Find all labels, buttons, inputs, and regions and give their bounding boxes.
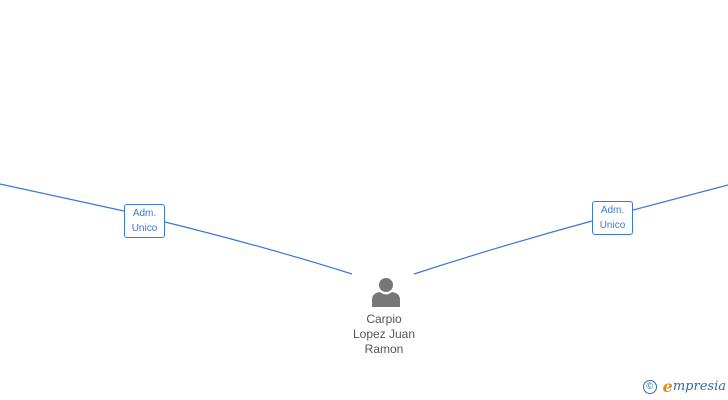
role-label-line2: Unico: [131, 223, 158, 234]
person-name-line3: Ramon: [364, 342, 404, 356]
role-label-line1: Adm.: [600, 205, 625, 216]
person-name[interactable]: Carpio Lopez Juan Ramon: [334, 312, 434, 357]
brand-watermark: © e mpresia: [642, 377, 726, 396]
person-icon[interactable]: [370, 276, 402, 308]
role-label-line2: Unico: [599, 220, 626, 231]
person-name-line2: Lopez Juan: [352, 327, 416, 341]
copyright-icon: ©: [642, 379, 657, 394]
brand-logo-initial: e: [662, 377, 673, 396]
edge-right: [413, 184, 728, 275]
role-label-line1: Adm.: [132, 208, 157, 219]
person-name-line1: Carpio: [366, 312, 402, 326]
edge-left: [0, 183, 353, 275]
role-badge-right[interactable]: Adm. Unico: [592, 201, 633, 235]
brand-logo-text: mpresia: [672, 379, 726, 394]
role-badge-left[interactable]: Adm. Unico: [124, 204, 165, 238]
